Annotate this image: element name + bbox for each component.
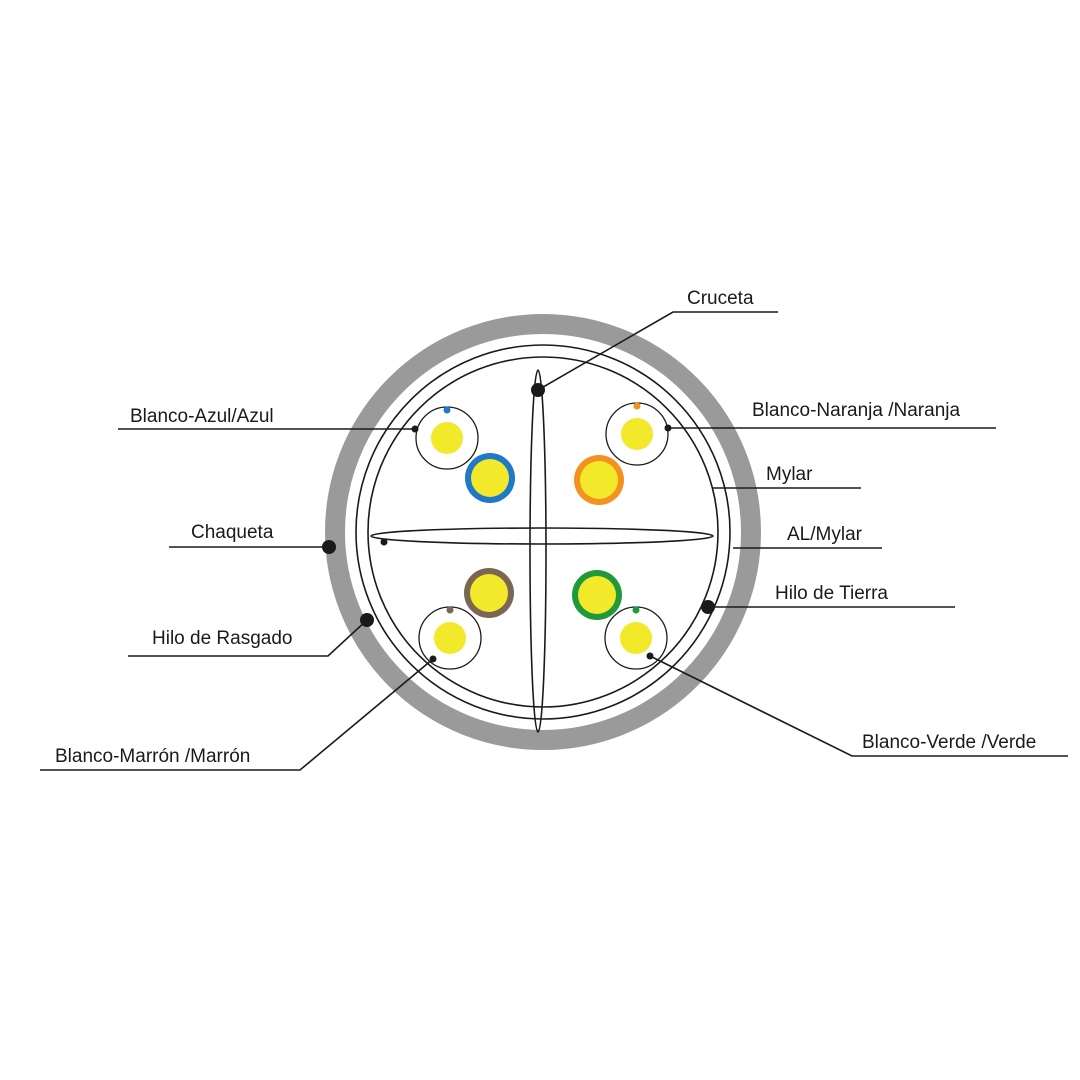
label-hilo-rasgado: Hilo de Rasgado [152, 628, 292, 649]
callout-chaqueta: Chaqueta [169, 522, 336, 554]
label-chaqueta: Chaqueta [191, 522, 274, 543]
white-blue-stripe [443, 406, 451, 414]
orange-conductor [580, 461, 618, 499]
callout-mylar: Mylar [713, 464, 861, 489]
callout-al-mylar: AL/Mylar [733, 524, 882, 549]
pair-orange [574, 402, 669, 505]
al-mylar-shield [355, 344, 731, 720]
brown-conductor [470, 574, 508, 612]
label-blanco-naranja: Blanco-Naranja /Naranja [752, 400, 960, 421]
mylar-layer [367, 356, 719, 708]
label-blanco-marron: Blanco-Marrón /Marrón [55, 746, 250, 767]
callout-cruceta: Cruceta [531, 288, 778, 397]
white-green-conductor [620, 622, 652, 654]
label-cruceta: Cruceta [687, 288, 754, 309]
white-orange-stripe [633, 402, 641, 410]
callout-blanco-naranja: Blanco-Naranja /Naranja [664, 400, 996, 432]
white-brown-conductor [434, 622, 466, 654]
pair-brown [418, 568, 514, 670]
green-conductor [578, 576, 616, 614]
callout-hilo-rasgado: Hilo de Rasgado [128, 619, 368, 657]
label-hilo-tierra: Hilo de Tierra [775, 583, 888, 604]
blue-conductor [471, 459, 509, 497]
label-blanco-verde: Blanco-Verde /Verde [862, 732, 1036, 753]
cruceta-vertical [529, 369, 547, 733]
white-orange-conductor [621, 418, 653, 450]
callout-hilo-tierra: Hilo de Tierra [708, 583, 955, 608]
white-blue-conductor [431, 422, 463, 454]
white-brown-stripe [446, 606, 454, 614]
white-green-stripe [632, 606, 640, 614]
label-al-mylar: AL/Mylar [787, 524, 863, 545]
jacket-ring [325, 314, 761, 750]
cruceta-horizontal [370, 527, 714, 545]
cruceta-horizontal-dot [380, 538, 388, 546]
label-blanco-azul: Blanco-Azul/Azul [130, 406, 274, 427]
callout-blanco-verde: Blanco-Verde /Verde [646, 652, 1068, 757]
label-mylar: Mylar [766, 464, 813, 485]
callout-blanco-azul: Blanco-Azul/Azul [118, 406, 419, 433]
pair-blue [415, 406, 515, 503]
callout-blanco-marron: Blanco-Marrón /Marrón [40, 655, 437, 771]
